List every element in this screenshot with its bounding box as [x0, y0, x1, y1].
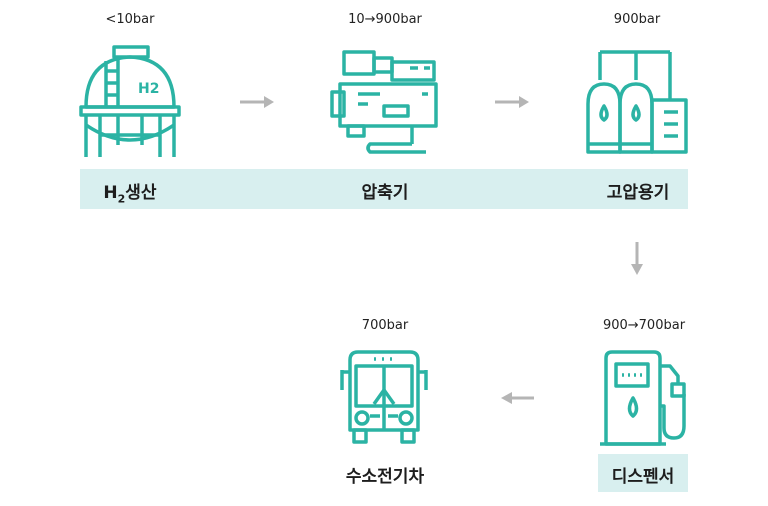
- production-label: H2생산: [80, 178, 180, 205]
- arrow-left: [501, 392, 534, 404]
- dispenser-label: 디스펜서: [611, 467, 675, 487]
- arrow-right-2: [495, 96, 529, 108]
- dispenser-pressure: 900→700bar: [602, 318, 686, 333]
- tank-h2-text: H2: [138, 81, 159, 97]
- dispenser-label-band: [598, 454, 688, 492]
- h2-tank-icon: H2: [79, 45, 181, 157]
- production-pressure: <10bar: [105, 12, 155, 27]
- production-label-h: H: [103, 183, 118, 203]
- high-pressure-cylinders-icon: [586, 50, 688, 154]
- vehicle-pressure: 700bar: [361, 318, 409, 333]
- storage-label: 고압용기: [606, 183, 670, 203]
- storage-pressure: 900bar: [613, 12, 661, 27]
- vehicle-label: 수소전기차: [345, 467, 425, 487]
- production-label-subscript: 2: [117, 192, 126, 206]
- compression-pressure: 10→900bar: [348, 12, 422, 27]
- compression-label: 압축기: [361, 183, 409, 203]
- compressor-icon: [330, 50, 438, 154]
- production-label-rest: 생산: [125, 183, 157, 203]
- arrow-right-1: [240, 96, 274, 108]
- fuel-dispenser-icon: [600, 350, 686, 446]
- hydrogen-bus-icon: [340, 350, 428, 444]
- top-label-band: [80, 169, 688, 209]
- arrow-down: [631, 242, 643, 275]
